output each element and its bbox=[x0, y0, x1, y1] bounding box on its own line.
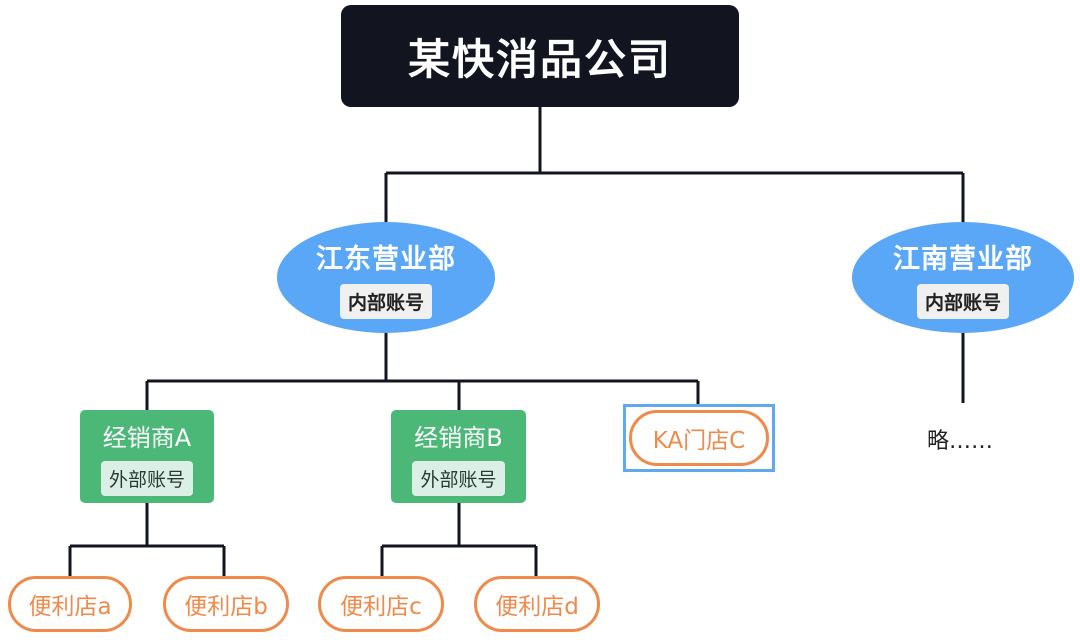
department-title: 江南营业部 bbox=[893, 243, 1033, 275]
department-node-jiangnan: 江南营业部 内部账号 bbox=[852, 222, 1074, 333]
account-type-badge: 内部账号 bbox=[916, 283, 1009, 319]
omitted-children-text: 略…… bbox=[927, 429, 994, 454]
store-node-a: 便利店a bbox=[8, 576, 132, 632]
store-label: 便利店c bbox=[340, 594, 422, 620]
account-type-badge: 内部账号 bbox=[339, 283, 432, 319]
ka-store-node: KA门店C bbox=[629, 410, 769, 466]
distributor-title: 经销商A bbox=[102, 423, 192, 452]
store-label: 便利店a bbox=[28, 594, 112, 620]
account-type-badge: 外部账号 bbox=[412, 460, 505, 496]
store-node-c: 便利店c bbox=[318, 576, 444, 632]
distributor-title: 经销商B bbox=[414, 423, 503, 452]
root-company-node: 某快消品公司 bbox=[341, 5, 739, 107]
department-node-jiangdong: 江东营业部 内部账号 bbox=[277, 222, 495, 333]
distributor-node-a: 经销商A 外部账号 bbox=[80, 410, 214, 503]
store-label: 便利店d bbox=[495, 594, 579, 620]
store-node-b: 便利店b bbox=[163, 576, 289, 632]
account-type-badge: 外部账号 bbox=[100, 460, 193, 496]
distributor-node-b: 经销商B 外部账号 bbox=[391, 410, 526, 503]
store-label: KA门店C bbox=[652, 428, 746, 454]
store-label: 便利店b bbox=[184, 594, 268, 620]
store-node-d: 便利店d bbox=[474, 576, 600, 632]
department-title: 江东营业部 bbox=[316, 243, 456, 275]
root-company-title: 某快消品公司 bbox=[407, 34, 672, 84]
